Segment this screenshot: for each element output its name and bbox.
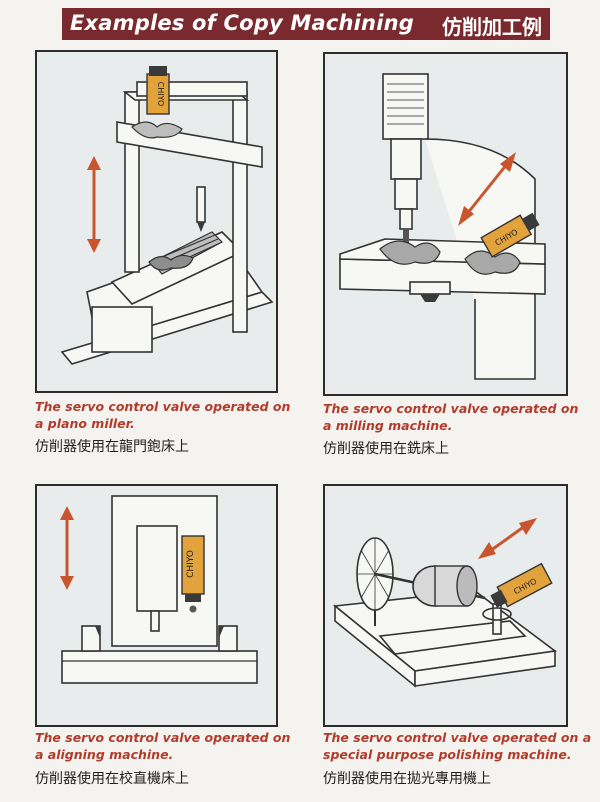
device-label-3: CHIYO <box>186 550 196 578</box>
caption-aligning-machine-en: The servo control valve operated on a al… <box>35 730 291 762</box>
diagonal-motion-arrow-icon <box>458 152 516 226</box>
aligning-machine-drawing: CHIYO <box>37 486 276 725</box>
caption-polishing-machine-zh: 仿削器使用在拋光專用機上 <box>323 771 491 787</box>
caption-milling-machine-en: The servo control valve operated on a mi… <box>323 401 579 433</box>
panel-plano-miller-illustration: CHIYO <box>35 50 278 393</box>
panel-milling-machine-illustration: CHIYO <box>323 52 568 396</box>
vertical-motion-arrow-icon <box>87 156 101 253</box>
caption-plano-miller-en: The servo control valve operated on a pl… <box>35 399 291 431</box>
polishing-machine-drawing: CHIYO <box>325 486 566 725</box>
panel-aligning-machine-illustration: CHIYO <box>35 484 278 727</box>
caption-aligning-machine-zh: 仿削器使用在校直機床上 <box>35 771 189 787</box>
plano-miller-drawing: CHIYO <box>37 52 276 391</box>
device-label-1: CHIYO <box>156 82 165 107</box>
title-banner: Examples of Copy Machining 仿削加工例 <box>62 8 550 40</box>
caption-milling-machine-zh: 仿削器使用在銑床上 <box>323 441 449 457</box>
caption-plano-miller-zh: 仿削器使用在龍門鉋床上 <box>35 439 189 455</box>
caption-polishing-machine-en: The servo control valve operated on a sp… <box>323 730 592 762</box>
diagonal-motion-arrow-icon <box>478 518 537 559</box>
title-chinese: 仿削加工例 <box>442 15 542 39</box>
title-english: Examples of Copy Machining <box>70 11 414 35</box>
panel-polishing-machine-illustration: CHIYO <box>323 484 568 727</box>
vertical-motion-arrow-icon <box>60 506 74 590</box>
milling-machine-drawing: CHIYO <box>325 54 566 394</box>
